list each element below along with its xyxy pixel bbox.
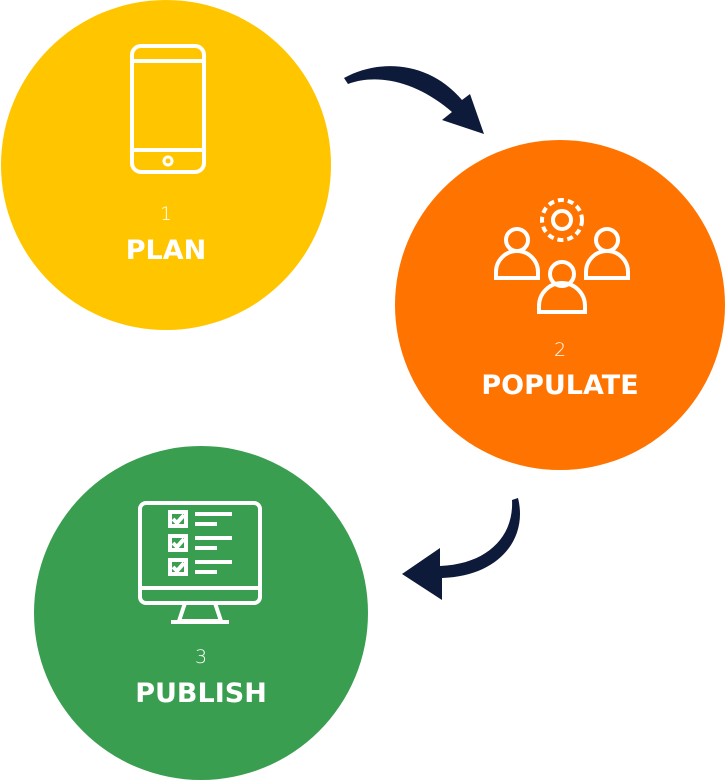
step-label: PUBLISH: [135, 678, 267, 709]
step-publish: 3 PUBLISH: [34, 446, 368, 780]
step-number: 2: [553, 339, 567, 361]
step-label: PLAN: [125, 235, 207, 266]
monitor-checklist-icon: [138, 501, 262, 624]
step-plan: 1 PLAN: [1, 0, 331, 330]
step-number: 3: [194, 646, 208, 668]
smartphone-icon: [130, 44, 206, 174]
step-number: 1: [159, 203, 173, 225]
step-populate: 2 POPULATE: [395, 140, 725, 470]
team-gear-icon: [494, 198, 630, 314]
step-label: POPULATE: [481, 370, 639, 401]
